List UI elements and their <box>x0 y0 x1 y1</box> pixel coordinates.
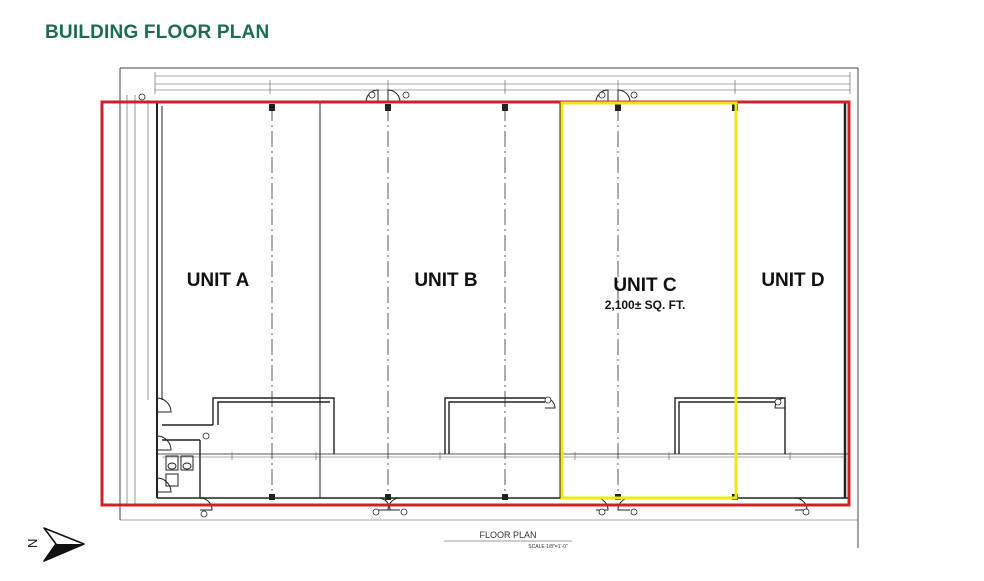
office-partitions <box>162 397 786 498</box>
page-title: BUILDING FLOOR PLAN <box>45 22 270 43</box>
building-outline <box>100 100 851 507</box>
demising-walls <box>319 102 561 498</box>
bottom-dimension-ticks <box>162 452 845 460</box>
restroom-fixtures <box>165 455 194 487</box>
top-dimension-lines <box>154 72 851 94</box>
unit-c-highlight[interactable] <box>560 101 738 500</box>
plan-caption: FLOOR PLAN <box>479 530 536 540</box>
exterior-walls <box>156 101 848 499</box>
unit-b-label: UNIT B <box>414 270 477 291</box>
unit-d-label: UNIT D <box>761 270 824 291</box>
plan-scale-note: SCALE 1/8"=1'-0" <box>528 544 568 550</box>
north-arrow-icon: N <box>25 527 85 562</box>
door-swings <box>156 89 808 511</box>
left-dimension-lines <box>126 95 149 505</box>
north-letter: N <box>25 539 40 548</box>
unit-c-area: 2,100± SQ. FT. <box>605 298 686 312</box>
unit-a-label: UNIT A <box>187 270 250 291</box>
drawing-frame <box>119 67 859 548</box>
symbol-circles <box>138 91 810 518</box>
unit-c-label: UNIT C <box>613 275 677 296</box>
